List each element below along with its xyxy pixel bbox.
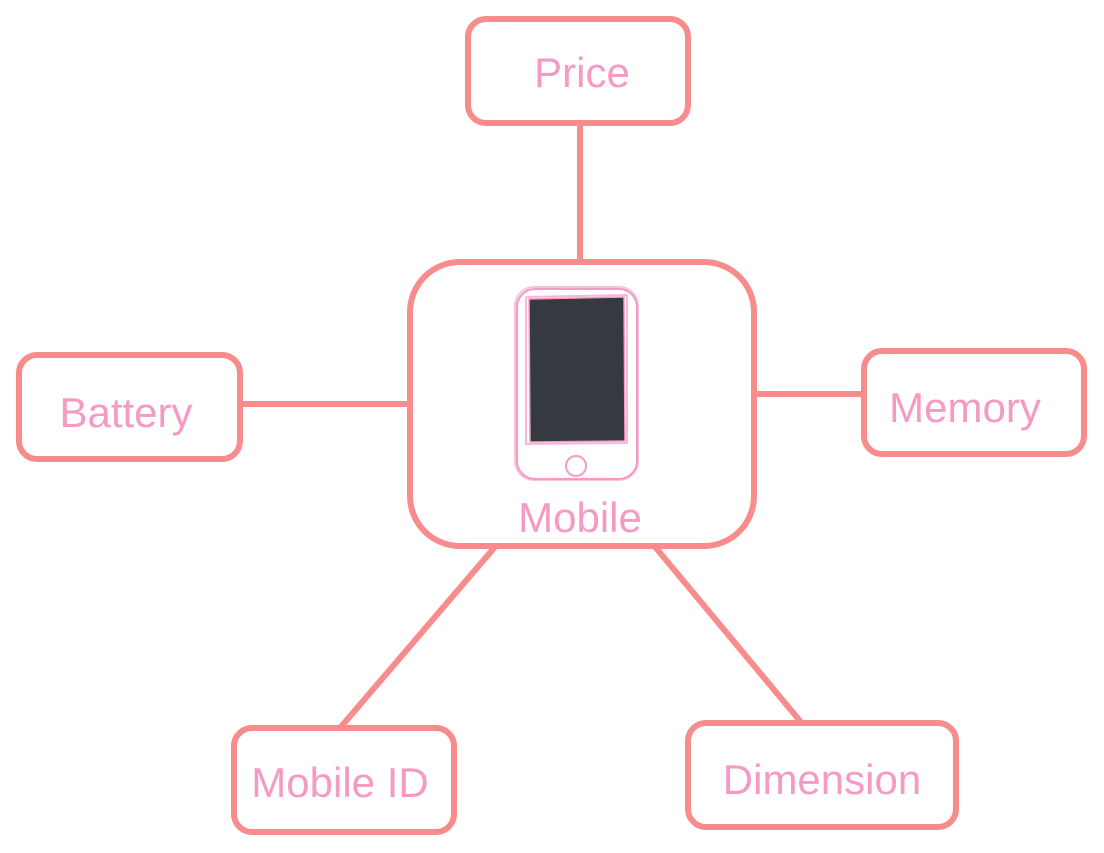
node-mobile-id[interactable]: Mobile ID [231,725,457,835]
node-mobile[interactable]: Mobile [407,259,757,549]
node-dimension[interactable]: Dimension [685,720,959,830]
edge-mobile-mobile-id [337,545,497,731]
node-memory[interactable]: Memory [861,348,1087,457]
edge-mobile-dimension [653,545,803,724]
edges [237,121,867,731]
mobile-phone-icon [514,286,639,481]
node-dimension-label: Dimension [723,756,921,803]
node-memory-label: Memory [889,384,1041,431]
node-price-label: Price [534,49,630,96]
node-battery[interactable]: Battery [16,352,243,462]
node-price[interactable]: Price [465,16,691,126]
node-mobile-label: Mobile [518,494,642,541]
node-mobile-id-label: Mobile ID [251,759,428,806]
node-battery-label: Battery [59,389,192,436]
